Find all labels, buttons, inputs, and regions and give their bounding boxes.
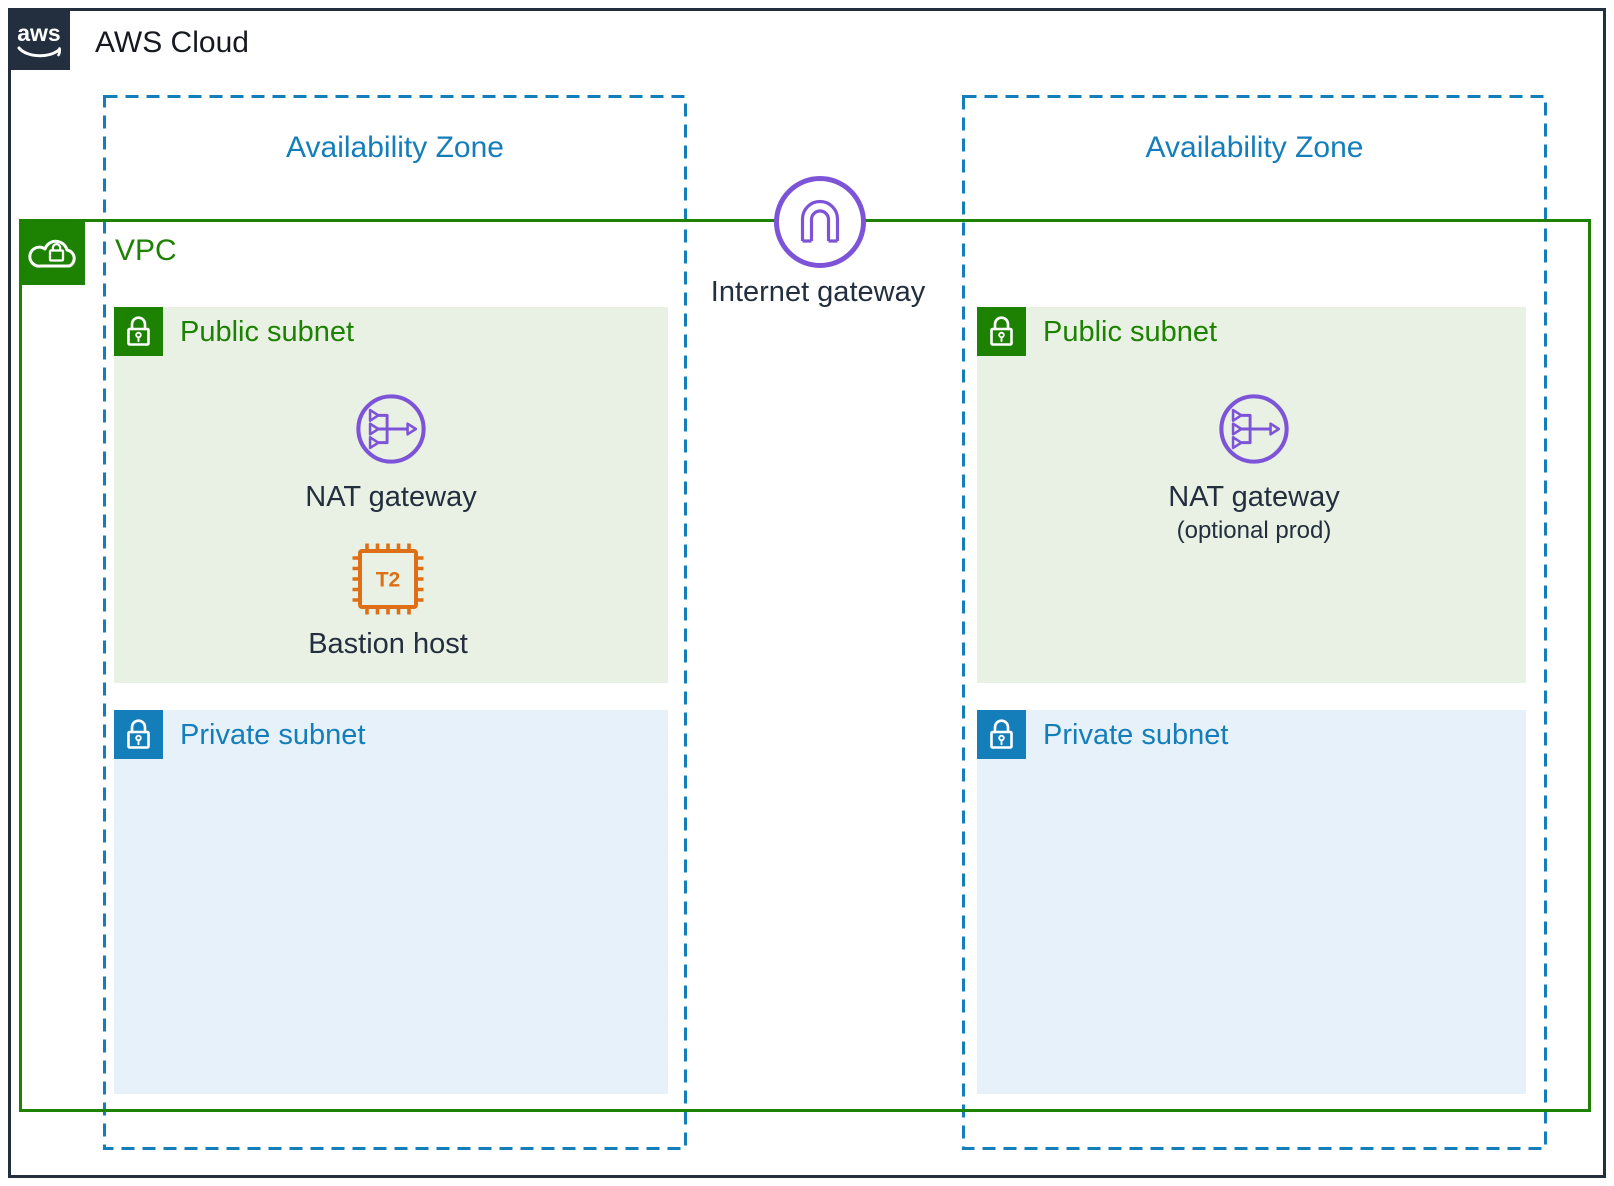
public-subnet-icon <box>977 307 1026 356</box>
public-subnet-right-label: Public subnet <box>1043 316 1218 348</box>
availability-zone-right-border <box>962 95 1547 1150</box>
t2-chip-text: T2 <box>376 569 401 592</box>
availability-zone-left-label: Availability Zone <box>286 131 504 164</box>
availability-zone-left-border <box>103 95 687 1150</box>
private-subnet-left: Private subnet <box>114 710 668 1094</box>
availability-zone-left: Availability Zone <box>103 95 687 1150</box>
availability-zone-right-label: Availability Zone <box>1145 131 1364 164</box>
public-subnet-icon <box>114 307 163 356</box>
availability-zone-right: Availability Zone <box>962 95 1547 1150</box>
nat-gateway-left-label: NAT gateway <box>305 481 477 513</box>
vpc-icon <box>19 219 85 285</box>
public-subnet-right: Public subnet <box>977 307 1526 683</box>
internet-gateway-icon <box>774 176 866 268</box>
aws-logo-text: aws <box>17 20 60 46</box>
public-subnet-left: Public subnet <box>114 307 668 683</box>
private-subnet-right-label: Private subnet <box>1043 719 1229 751</box>
nat-gateway-right-sublabel: (optional prod) <box>1176 517 1332 544</box>
private-subnet-icon <box>114 710 163 759</box>
nat-gateway-right-label: NAT gateway <box>1168 481 1340 513</box>
private-subnet-left-label: Private subnet <box>180 719 366 751</box>
nat-gateway-icon <box>1219 394 1289 464</box>
aws-cloud-boundary <box>8 8 1606 1178</box>
diagram-title: AWS Cloud <box>95 26 249 59</box>
aws-logo-icon: aws <box>8 8 70 70</box>
internet-gateway-label: Internet gateway <box>710 276 926 308</box>
bastion-host-label: Bastion host <box>308 628 468 660</box>
public-subnet-left-label: Public subnet <box>180 316 355 348</box>
nat-gateway-icon <box>356 394 426 464</box>
vpc-label: VPC <box>115 234 177 267</box>
private-subnet-right: Private subnet <box>977 710 1526 1094</box>
private-subnet-icon <box>977 710 1026 759</box>
ec2-instance-t2-icon: T2 <box>352 543 424 615</box>
